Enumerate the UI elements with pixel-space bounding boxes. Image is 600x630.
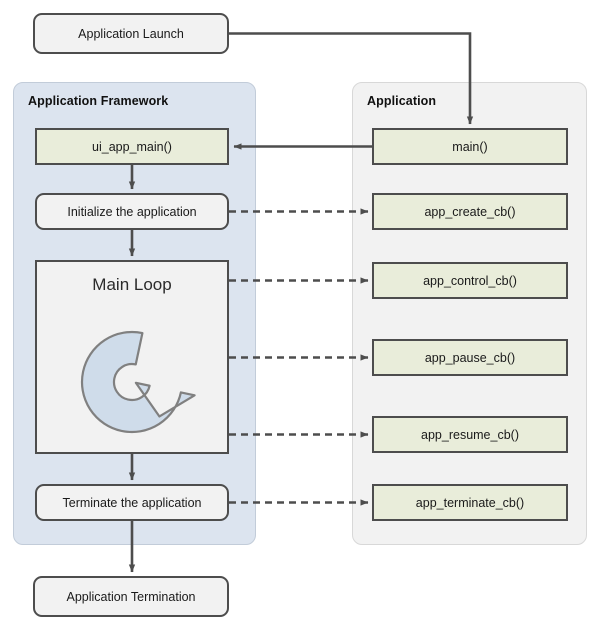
node-initialize-the-application[interactable]: Initialize the application [35,193,229,230]
node-main[interactable]: main() [372,128,568,165]
node-app-resume-cb-label: app_resume_cb() [421,427,519,442]
node-main-label: main() [452,139,488,154]
node-app-control-cb-label: app_control_cb() [423,273,517,288]
node-app-resume-cb[interactable]: app_resume_cb() [372,416,568,453]
node-terminate-label: Terminate the application [62,495,202,510]
node-application-termination-label: Application Termination [66,589,196,604]
node-app-terminate-cb-label: app_terminate_cb() [415,495,525,510]
node-application-termination[interactable]: Application Termination [33,576,229,617]
node-app-create-cb-label: app_create_cb() [424,204,516,219]
circular-arrow-icon [68,318,196,451]
panel-framework-title: Application Framework [28,94,169,108]
node-main-loop[interactable]: Main Loop [35,260,229,454]
panel-application-title: Application [367,94,437,108]
node-app-control-cb[interactable]: app_control_cb() [372,262,568,299]
node-app-create-cb[interactable]: app_create_cb() [372,193,568,230]
node-ui-app-main-label: ui_app_main() [92,139,172,154]
node-app-terminate-cb[interactable]: app_terminate_cb() [372,484,568,521]
node-main-loop-label: Main Loop [92,275,172,294]
node-terminate-the-application[interactable]: Terminate the application [35,484,229,521]
node-application-launch-label: Application Launch [78,26,184,41]
node-ui-app-main[interactable]: ui_app_main() [35,128,229,165]
node-application-launch[interactable]: Application Launch [33,13,229,54]
node-app-pause-cb[interactable]: app_pause_cb() [372,339,568,376]
node-app-pause-cb-label: app_pause_cb() [424,350,516,365]
node-initialize-label: Initialize the application [67,204,197,219]
